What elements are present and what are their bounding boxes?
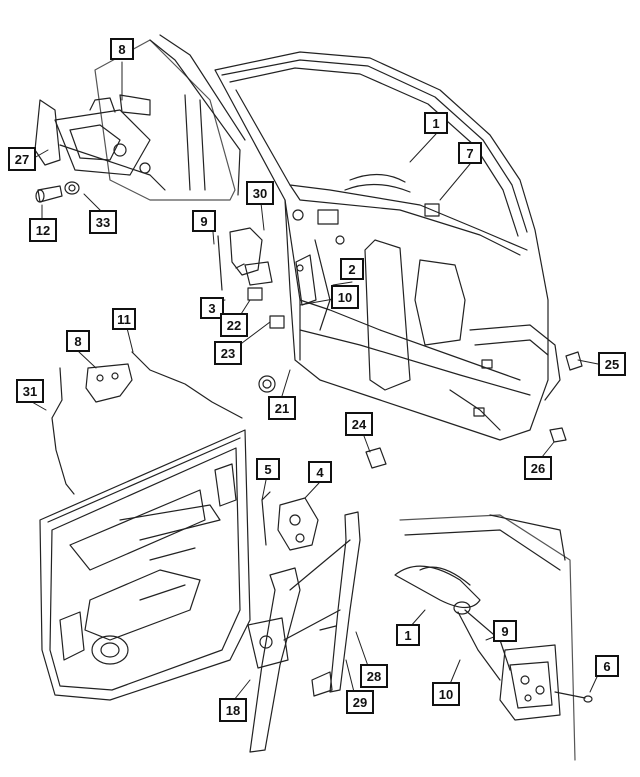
inset-latch-view — [34, 34, 246, 203]
callout-4[interactable]: 4 — [308, 461, 332, 483]
door-trim-panel — [39, 429, 251, 701]
door-shell — [214, 51, 561, 441]
callout-18[interactable]: 18 — [219, 698, 247, 722]
callout-21[interactable]: 21 — [268, 396, 296, 420]
leader-lines — [31, 61, 603, 701]
callout-28[interactable]: 28 — [360, 664, 388, 688]
callout-3[interactable]: 3 — [200, 297, 224, 319]
callout-29[interactable]: 29 — [346, 690, 374, 714]
callout-7[interactable]: 7 — [458, 142, 482, 164]
door-hardware — [217, 227, 583, 469]
callout-10-rod[interactable]: 10 — [331, 285, 359, 309]
callout-9-inset[interactable]: 9 — [493, 620, 517, 642]
callout-8-hinge[interactable]: 8 — [66, 330, 90, 352]
callout-22[interactable]: 22 — [220, 313, 248, 337]
callout-1-handle[interactable]: 1 — [396, 624, 420, 646]
callout-25[interactable]: 25 — [598, 352, 626, 376]
callout-33[interactable]: 33 — [89, 210, 117, 234]
callout-26[interactable]: 26 — [524, 456, 552, 480]
callout-2[interactable]: 2 — [340, 258, 364, 280]
callout-10-inset[interactable]: 10 — [432, 682, 460, 706]
latch-and-regulator — [247, 491, 361, 753]
callout-8-latch-inset[interactable]: 8 — [110, 38, 134, 60]
callout-27[interactable]: 27 — [8, 147, 36, 171]
callout-24[interactable]: 24 — [345, 412, 373, 436]
callout-31[interactable]: 31 — [16, 379, 44, 403]
callout-9-rod[interactable]: 9 — [192, 210, 216, 232]
hinge-and-rods — [51, 351, 243, 495]
callout-11[interactable]: 11 — [112, 308, 136, 330]
callout-1-door[interactable]: 1 — [424, 112, 448, 134]
callout-23[interactable]: 23 — [214, 341, 242, 365]
callout-12[interactable]: 12 — [29, 218, 57, 242]
callout-5[interactable]: 5 — [256, 458, 280, 480]
callout-6[interactable]: 6 — [595, 655, 619, 677]
callout-30[interactable]: 30 — [246, 181, 274, 205]
